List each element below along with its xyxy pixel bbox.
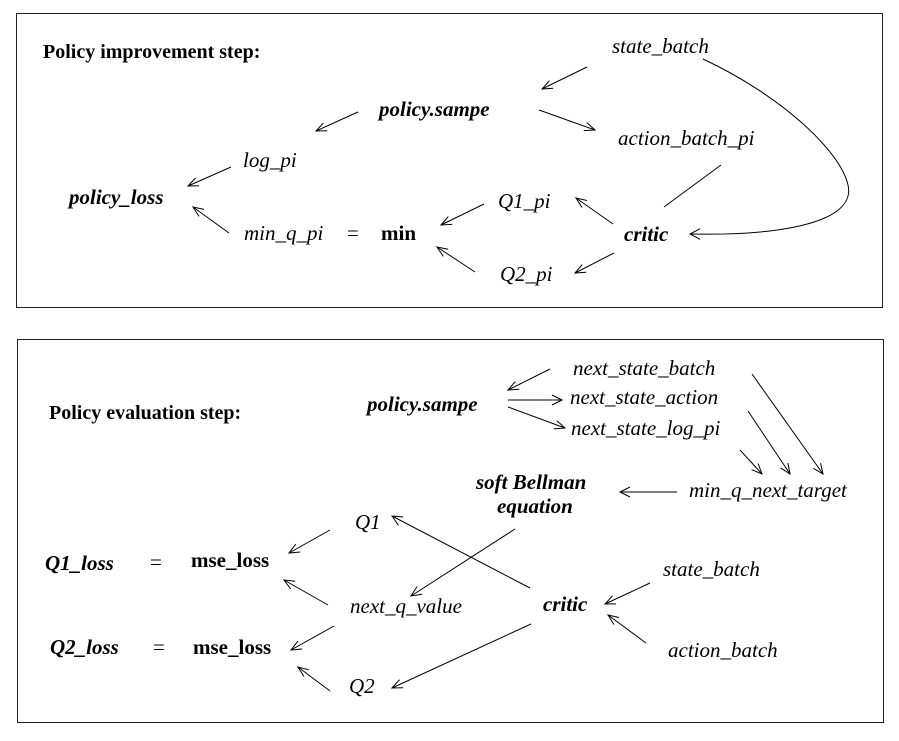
next-state-log-pi-label: next_state_log_pi — [571, 416, 720, 440]
arrow-next-state-log-pi-to-min-q-next-target — [739, 449, 763, 475]
min-q-next-target-label: min_q_next_target — [689, 478, 848, 502]
arrow-policy-sample-to-next-state-action — [508, 394, 564, 406]
policy-sample-eval-label: policy.sampe — [365, 392, 478, 416]
arrow-q1-to-mse-loss-q1 — [287, 529, 331, 554]
soft-bellman-label-line2: equation — [497, 494, 573, 518]
q1-loss-label: Q1_loss — [45, 551, 114, 575]
action-batch-pi-label: action_batch_pi — [618, 126, 755, 150]
arrow-min-q-pi-to-policy-loss — [191, 206, 230, 234]
policy-loss-label: policy_loss — [67, 185, 164, 209]
q1-pi-label: Q1_pi — [498, 189, 551, 213]
arrow-q1-pi-to-min — [439, 203, 485, 226]
arrow-critic-to-q1-pi — [574, 197, 614, 225]
improvement-title: Policy improvement step: — [43, 41, 260, 63]
mse-loss-q1-label: mse_loss — [191, 548, 269, 572]
soft-bellman-label-line1: soft Bellman — [475, 470, 586, 494]
arrow-action-batch-pi-to-critic — [663, 164, 722, 208]
arrow-soft-bellman-to-next-q-value — [409, 528, 516, 597]
mse-loss-q2-label: mse_loss — [193, 635, 271, 659]
arrow-next-state-batch-to-min-q-next-target — [751, 373, 824, 476]
equals-sign-q1: = — [150, 550, 162, 574]
arrow-next-state-batch-to-policy-sample — [506, 368, 551, 391]
evaluation-frame — [17, 339, 884, 723]
critic-label: critic — [624, 222, 669, 246]
arrow-next-q-value-to-mse-loss-q1 — [282, 579, 329, 606]
arrow-critic-to-q2 — [390, 623, 532, 689]
arrow-policy-sample-to-log-pi — [314, 111, 359, 132]
q2-pi-label: Q2_pi — [500, 262, 553, 286]
arrow-critic-to-q2-pi — [573, 252, 615, 274]
state-batch-eval-label: state_batch — [663, 557, 760, 581]
action-batch-label: action_batch — [668, 638, 778, 662]
log-pi-label: log_pi — [243, 148, 297, 172]
policy-improvement-panel: Policy improvement step: state_batch pol… — [16, 13, 883, 308]
arrow-state-batch-to-policy-sample — [540, 66, 588, 90]
arrow-q2-to-mse-loss-q2 — [296, 666, 331, 692]
policy-evaluation-panel: Policy evaluation step: next_state_batch… — [17, 339, 884, 723]
q2-label: Q2 — [349, 674, 375, 698]
equals-sign: = — [347, 221, 359, 245]
equals-sign-q2: = — [153, 635, 165, 659]
next-q-value-label: next_q_value — [350, 594, 462, 618]
min-q-pi-label: min_q_pi — [244, 221, 324, 245]
q1-label: Q1 — [355, 510, 381, 534]
arrow-min-q-next-target-to-soft-bellman — [618, 486, 677, 498]
arrow-q2-pi-to-min — [435, 246, 476, 273]
policy-sample-label: policy.sampe — [377, 97, 490, 121]
state-batch-label: state_batch — [612, 34, 709, 58]
arrow-action-batch-to-critic — [606, 614, 647, 644]
min-label: min — [381, 221, 416, 245]
q2-loss-label: Q2_loss — [50, 635, 119, 659]
arrow-critic-to-q1 — [390, 515, 531, 589]
arrow-log-pi-to-policy-loss — [186, 166, 232, 187]
next-state-action-label: next_state_action — [570, 385, 718, 409]
arrow-state-batch-to-critic — [603, 582, 651, 605]
arrow-policy-sample-to-action-batch-pi — [538, 109, 597, 132]
evaluation-title: Policy evaluation step: — [49, 402, 241, 424]
arrow-next-state-action-to-min-q-next-target — [747, 410, 791, 476]
arrow-state-batch-curve-to-critic — [688, 58, 850, 240]
next-state-batch-label: next_state_batch — [573, 356, 715, 380]
arrow-next-q-value-to-mse-loss-q2 — [289, 625, 335, 651]
improvement-frame — [16, 13, 883, 308]
critic-eval-label: critic — [543, 592, 588, 616]
arrow-policy-sample-to-next-state-log-pi — [507, 406, 567, 430]
